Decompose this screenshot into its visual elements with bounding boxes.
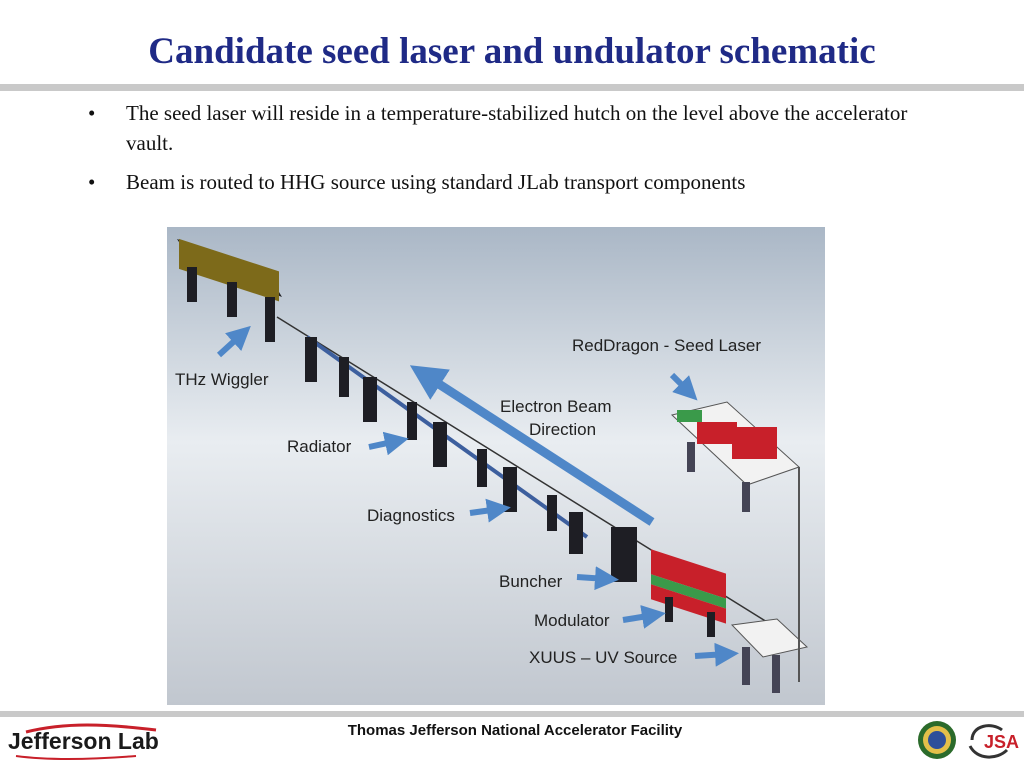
thz-pointer-arrow (216, 325, 251, 358)
buncher-pointer-arrow (576, 566, 619, 591)
modulator-structure (651, 549, 726, 637)
jefferson-lab-logo-text: Jefferson Lab (8, 728, 159, 754)
electron-beam-direction-arrow (409, 365, 655, 526)
jsa-logo-icon: JSA (968, 724, 1019, 759)
label-radiator: Radiator (287, 437, 352, 456)
footer-facility-name: Thomas Jefferson National Accelerator Fa… (347, 722, 683, 739)
label-buncher: Buncher (499, 572, 563, 591)
figure-background (167, 227, 825, 705)
modulator-pointer-arrow (622, 605, 666, 629)
jefferson-lab-logo-swoosh (15, 723, 157, 760)
diagnostics-pointer-arrow (469, 498, 511, 523)
title-divider (0, 84, 1024, 91)
schematic-figure: THz Wiggler Radiator Diagnostics Buncher… (167, 227, 825, 705)
doe-seal-icon (918, 721, 956, 759)
label-modulator: Modulator (534, 611, 610, 630)
reddragon-pointer-arrow (669, 372, 698, 401)
jsa-logo-text: JSA (984, 732, 1019, 752)
seed-laser-table (670, 401, 800, 682)
label-reddragon: RedDragon - Seed Laser (572, 336, 761, 355)
radiator-pointer-arrow (368, 431, 409, 456)
bullet-item: • Beam is routed to HHG source using sta… (88, 167, 948, 197)
xuus-table (730, 618, 809, 693)
bullet-list: • The seed laser will reside in a temper… (88, 98, 948, 206)
buncher-structure (611, 527, 637, 582)
radiator-stands (305, 337, 583, 554)
bullet-marker: • (88, 101, 96, 125)
label-thz-wiggler: THz Wiggler (175, 370, 269, 389)
label-electron-beam: Electron Beam (500, 397, 612, 416)
bullet-text: The seed laser will reside in a temperat… (126, 101, 908, 155)
xuus-pointer-arrow (694, 642, 739, 667)
slide-title: Candidate seed laser and undulator schem… (148, 31, 876, 72)
bullet-marker: • (88, 170, 96, 194)
bullet-item: • The seed laser will reside in a temper… (88, 98, 948, 158)
footer-divider (0, 711, 1024, 717)
bullet-text: Beam is routed to HHG source using stand… (126, 170, 746, 194)
label-diagnostics: Diagnostics (367, 506, 455, 525)
thz-wiggler-structure (177, 238, 282, 342)
label-xuus: XUUS – UV Source (529, 648, 677, 667)
label-direction: Direction (529, 420, 596, 439)
schematic-svg: THz Wiggler Radiator Diagnostics Buncher… (167, 227, 825, 705)
